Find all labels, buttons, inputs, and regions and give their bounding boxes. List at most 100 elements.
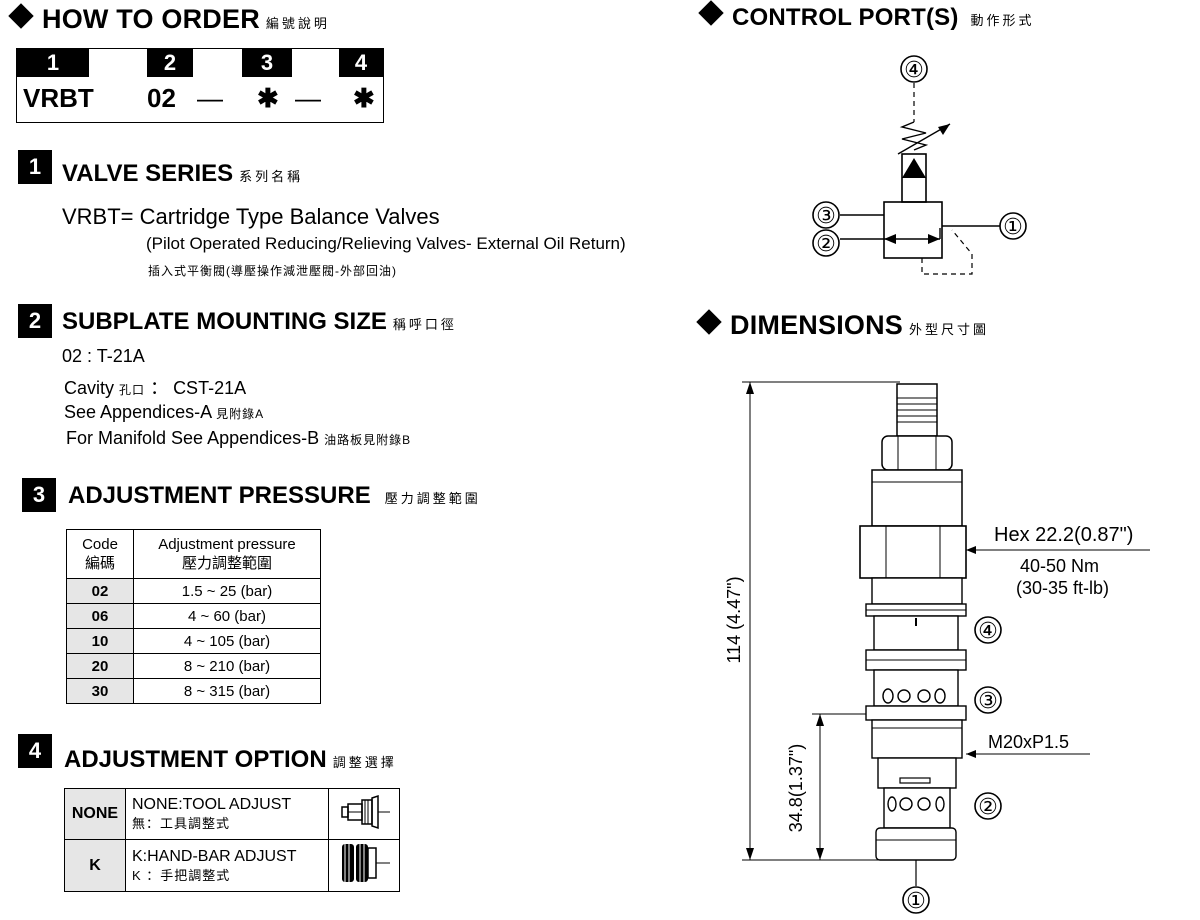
dim-port-2-label: ② (978, 795, 998, 820)
dimensions-title-cn: 外型尺寸圖 (909, 322, 990, 337)
option-desc-line1: K:HAND-BAR ADJUST (132, 847, 297, 865)
order-code-box: 1 2 3 4 VRBT 02 — ✱ — ✱ (16, 48, 384, 123)
cp-port-2-label: ② (816, 232, 836, 257)
header-code-cell: Code 編碼 (66, 529, 134, 579)
how-to-order-title: HOW TO ORDER (42, 4, 260, 34)
order-position-1: 1 (17, 49, 89, 77)
option-desc-cell: K:HAND-BAR ADJUST K ：手把調整式 (125, 839, 329, 892)
section-2-title: SUBPLATE MOUNTING SIZE (62, 308, 387, 335)
dim-port-3-label: ③ (978, 689, 998, 714)
order-code-model: VRBT (23, 83, 94, 113)
diamond-bullet-icon (696, 309, 722, 335)
control-port-title: CONTROL PORT(S) (732, 4, 959, 31)
order-code-dash-1: — (197, 83, 223, 113)
cp-port-4-label: ④ (904, 58, 924, 83)
section-2-number: 2 (18, 304, 52, 338)
dimensions-heading: DIMENSIONS 外型尺寸圖 (696, 309, 990, 341)
cartridge-dimension-drawing: 114 (4.47") 34.8(1.37") (724, 381, 1150, 914)
appendix-a-text: See Appendices-A (64, 402, 212, 422)
option-image-cell (328, 788, 400, 840)
control-port-symbol: ④ ③ ② ① (812, 55, 1027, 275)
header-range-cn: 壓力調整範圍 (181, 555, 272, 572)
control-port-heading: CONTROL PORT(S) 動作形式 (698, 0, 1035, 32)
option-table: NONE NONE:TOOL ADJUST 無：工具調整式 K K:HAND-B… (64, 788, 400, 892)
section-1-heading: VALVE SERIES 系列名稱 (62, 160, 303, 188)
appendix-b-text: For Manifold See Appendices-B (66, 428, 320, 448)
section-2-heading: SUBPLATE MOUNTING SIZE 稱呼口徑 (62, 308, 457, 336)
section-1-title-cn: 系列名稱 (239, 169, 304, 184)
option-desc-line1: NONE:TOOL ADJUST (132, 796, 292, 813)
cavity-label-cn: 孔口 (119, 383, 146, 397)
option-desc-line2: 無：工具調整式 (132, 816, 231, 831)
order-code-star-1: ✱ (257, 83, 279, 113)
order-position-2: 2 (147, 49, 193, 77)
cp-port-1-label: ① (1003, 215, 1023, 240)
hand-bar-adjust-icon (342, 844, 390, 882)
section-2-title-cn: 稱呼口徑 (392, 317, 457, 332)
section-3-heading: ADJUSTMENT PRESSURE 壓力調整範圍 (68, 482, 481, 510)
appendix-a-line: See Appendices-A 見附錄A (64, 402, 264, 423)
valve-series-line3: 插入式平衡閥(導壓操作減泄壓閥-外部回油) (148, 264, 397, 278)
code-cell: 30 (66, 678, 134, 704)
option-desc-line2: K ：手把調整式 (132, 867, 231, 883)
code-cell: 02 (66, 578, 134, 604)
overall-length-label: 114 (4.47") (724, 576, 744, 663)
option-code-cell: K (64, 839, 126, 892)
section-4-title-cn: 調整選擇 (332, 755, 397, 770)
header-code-cn: 編碼 (84, 555, 115, 572)
section-4-heading: ADJUSTMENT OPTION 調整選擇 (64, 746, 397, 774)
range-cell: 4 ~ 105 (bar) (133, 628, 321, 654)
control-port-title-cn: 動作形式 (970, 13, 1035, 28)
section-4-number: 4 (18, 734, 52, 768)
cavity-line: Cavity 孔口 ： CST-21A (64, 374, 246, 400)
option-image-cell (328, 839, 400, 892)
hex-size-label: Hex 22.2(0.87") (994, 524, 1134, 546)
dim-port-4-label: ④ (978, 619, 998, 644)
torque-ftlb-label: (30-35 ft-lb) (1016, 578, 1110, 598)
dimensions-title: DIMENSIONS (730, 310, 904, 340)
cavity-label: Cavity (64, 378, 115, 398)
thread-label: M20xP1.5 (988, 732, 1070, 752)
valve-series-line1: VRBT= Cartridge Type Balance Valves (62, 204, 440, 229)
appendix-a-cn: 見附錄A (216, 407, 265, 421)
section-1-title: VALVE SERIES (62, 160, 234, 187)
header-code: Code (82, 536, 118, 553)
diamond-bullet-icon (8, 3, 34, 29)
header-range: Adjustment pressure (158, 536, 296, 553)
cp-port-3-label: ③ (816, 204, 836, 229)
cavity-value: ： CST-21A (150, 378, 247, 398)
appendix-b-cn: 油路板見附錄B (324, 433, 412, 447)
code-cell: 20 (66, 653, 134, 679)
torque-nm-label: 40-50 Nm (1020, 556, 1100, 576)
diamond-bullet-icon (698, 0, 724, 26)
range-cell: 1.5 ~ 25 (bar) (133, 578, 321, 604)
order-position-3: 3 (242, 49, 292, 77)
option-code-cell: NONE (64, 788, 126, 840)
order-code-dash-2: — (295, 83, 321, 113)
range-cell: 8 ~ 210 (bar) (133, 653, 321, 679)
valve-series-line2: (Pilot Operated Reducing/Relieving Valve… (146, 234, 626, 253)
section-3-title-cn: 壓力調整範圍 (384, 491, 481, 506)
header-range-cell: Adjustment pressure 壓力調整範圍 (133, 529, 321, 579)
code-cell: 06 (66, 603, 134, 629)
dim-port-1-label: ① (906, 889, 926, 914)
range-cell: 8 ~ 315 (bar) (133, 678, 321, 704)
how-to-order-title-cn: 編號說明 (265, 16, 330, 31)
pressure-table-header: Code 編碼 Adjustment pressure 壓力調整範圍 (66, 529, 321, 579)
table-row: K K:HAND-BAR ADJUST K ：手把調整式 (64, 839, 400, 892)
lower-length-label: 34.8(1.37") (786, 744, 806, 832)
section-1-number: 1 (18, 150, 52, 184)
how-to-order-heading: HOW TO ORDER 編號說明 (8, 3, 330, 35)
section-3-title: ADJUSTMENT PRESSURE (68, 482, 371, 509)
option-desc-cell: NONE:TOOL ADJUST 無：工具調整式 (125, 788, 329, 840)
section-4-title: ADJUSTMENT OPTION (64, 746, 327, 773)
appendix-b-line: For Manifold See Appendices-B 油路板見附錄B (66, 428, 411, 449)
table-row: NONE NONE:TOOL ADJUST 無：工具調整式 (64, 788, 400, 840)
range-cell: 4 ~ 60 (bar) (133, 603, 321, 629)
order-position-4: 4 (339, 49, 383, 77)
tool-adjust-icon (341, 794, 390, 829)
